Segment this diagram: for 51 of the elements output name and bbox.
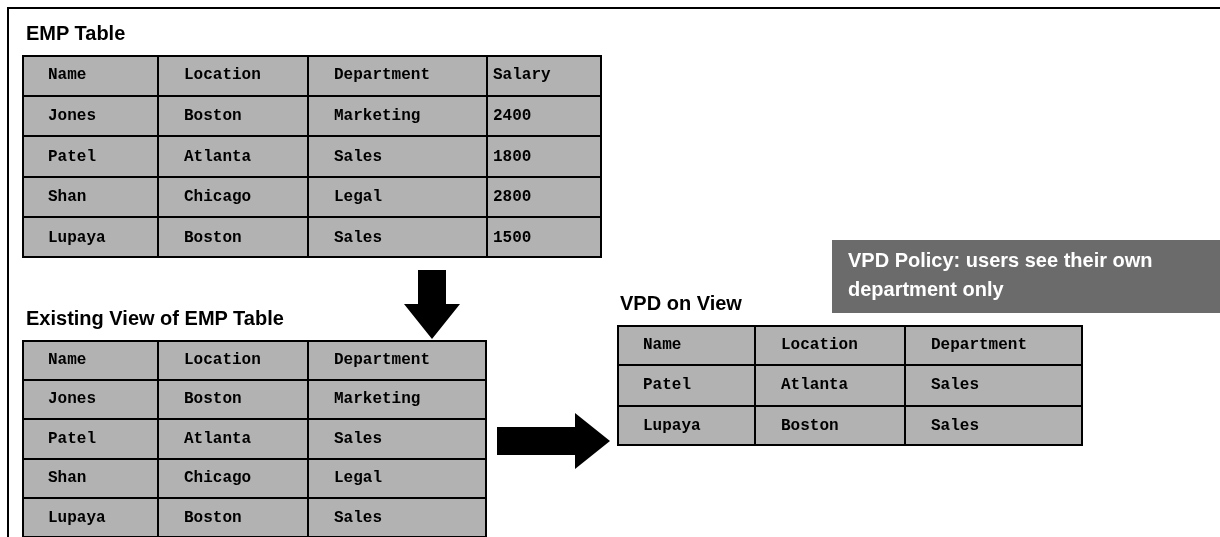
table-cell: Lupaya <box>48 507 106 528</box>
table-cell: Salary <box>493 65 551 86</box>
table-cell: Jones <box>48 105 96 126</box>
table-cell: Patel <box>48 146 96 167</box>
table-cell: Sales <box>334 146 382 167</box>
table-cell: Department <box>334 65 430 86</box>
table-cell: Sales <box>334 428 382 449</box>
table-cell: Sales <box>931 415 979 436</box>
table-cell: Boston <box>184 227 242 248</box>
table-cell: Name <box>48 349 87 370</box>
table-cell: Boston <box>184 105 242 126</box>
policy-callout <box>832 240 1220 313</box>
block-arrow <box>404 270 460 339</box>
table-cell: Name <box>48 65 87 86</box>
table-cell: Shan <box>48 187 87 208</box>
table-cell: Sales <box>931 375 979 396</box>
table-cell: Chicago <box>184 187 252 208</box>
table-cell: Location <box>781 335 858 356</box>
table-cell: 2800 <box>493 187 532 208</box>
table-cell: Jones <box>48 389 96 410</box>
table-cell: Chicago <box>184 468 252 489</box>
table-cell: Patel <box>48 428 96 449</box>
table-cell: Sales <box>334 227 382 248</box>
table-cell: Atlanta <box>781 375 849 396</box>
table-title: VPD on View <box>620 292 742 315</box>
table-cell: Boston <box>781 415 839 436</box>
table-cell: Atlanta <box>184 428 252 449</box>
table-cell: Lupaya <box>48 227 106 248</box>
table-cell: Marketing <box>334 105 421 126</box>
table-cell: Boston <box>184 507 242 528</box>
table-cell: 1800 <box>493 146 532 167</box>
table-title: EMP Table <box>26 22 126 45</box>
table-cell: Name <box>643 335 682 356</box>
table-cell: Legal <box>334 187 382 208</box>
table-cell: Department <box>931 335 1027 356</box>
block-arrow <box>497 413 610 469</box>
table-cell: Legal <box>334 468 382 489</box>
table-cell: Location <box>184 65 261 86</box>
table-cell: 2400 <box>493 105 532 126</box>
table-cell: Boston <box>184 389 242 410</box>
table-title: Existing View of EMP Table <box>26 307 284 330</box>
table-cell: Department <box>334 349 430 370</box>
table-cell: Location <box>184 349 261 370</box>
table-cell: Sales <box>334 507 382 528</box>
table-cell: 1500 <box>493 227 532 248</box>
table-cell: Atlanta <box>184 146 252 167</box>
table-cell: Patel <box>643 375 691 396</box>
policy-text: VPD Policy: users see their own department only <box>848 248 1154 302</box>
table-cell: Marketing <box>334 389 421 410</box>
table-cell: Lupaya <box>643 415 701 436</box>
table-cell: Shan <box>48 468 87 489</box>
